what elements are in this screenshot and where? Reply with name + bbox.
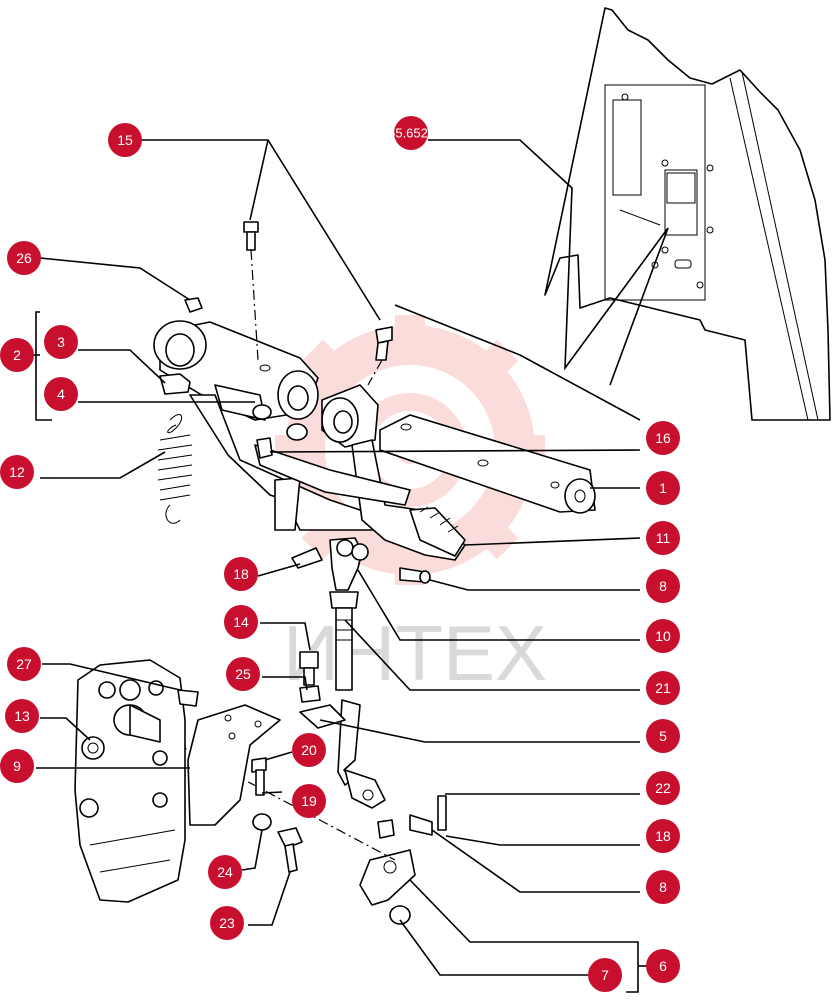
svg-text:8: 8 bbox=[659, 879, 667, 895]
svg-text:3: 3 bbox=[57, 334, 65, 350]
svg-text:13: 13 bbox=[14, 708, 30, 724]
svg-text:9: 9 bbox=[13, 758, 21, 774]
callout-8-bottom: 8 bbox=[646, 870, 680, 904]
callout-12: 12 bbox=[0, 455, 34, 489]
callout-5: 5 bbox=[646, 719, 680, 753]
callout-15: 15 bbox=[108, 123, 142, 157]
callout-27: 27 bbox=[7, 647, 41, 681]
svg-text:12: 12 bbox=[9, 464, 25, 480]
valve-body bbox=[74, 659, 303, 903]
svg-text:18: 18 bbox=[655, 828, 671, 844]
svg-text:24: 24 bbox=[217, 864, 233, 880]
reference-label-55652: 55.652 bbox=[388, 116, 428, 150]
svg-text:18: 18 bbox=[233, 566, 249, 582]
svg-text:20: 20 bbox=[301, 742, 317, 758]
mounting-panel bbox=[544, 7, 831, 421]
callout-11: 11 bbox=[646, 521, 680, 555]
svg-text:21: 21 bbox=[655, 680, 671, 696]
callout-3: 3 bbox=[44, 325, 78, 359]
svg-text:7: 7 bbox=[601, 967, 609, 983]
callout-18-bottom: 18 bbox=[646, 819, 680, 853]
svg-text:2: 2 bbox=[13, 347, 21, 363]
leader-lines bbox=[24, 139, 669, 993]
callout-25: 25 bbox=[226, 657, 260, 691]
svg-text:16: 16 bbox=[655, 430, 671, 446]
svg-text:4: 4 bbox=[57, 386, 65, 402]
svg-text:1: 1 bbox=[659, 480, 667, 496]
svg-text:5: 5 bbox=[659, 728, 667, 744]
callout-19: 19 bbox=[292, 784, 326, 818]
svg-text:25: 25 bbox=[235, 666, 251, 682]
pedal-assembly bbox=[153, 221, 596, 561]
svg-text:8: 8 bbox=[659, 578, 667, 594]
callout-1: 1 bbox=[646, 471, 680, 505]
callout-4: 4 bbox=[44, 377, 78, 411]
svg-text:27: 27 bbox=[16, 656, 32, 672]
callout-22: 22 bbox=[646, 771, 680, 805]
callout-8-top: 8 bbox=[646, 569, 680, 603]
callout-6: 6 bbox=[646, 949, 680, 983]
callout-9: 9 bbox=[0, 749, 34, 783]
callout-2: 2 bbox=[0, 338, 34, 372]
svg-text:19: 19 bbox=[301, 793, 317, 809]
callout-24: 24 bbox=[208, 855, 242, 889]
callout-14: 14 bbox=[224, 605, 258, 639]
svg-text:22: 22 bbox=[655, 780, 671, 796]
callout-23: 23 bbox=[210, 906, 244, 940]
svg-text:15: 15 bbox=[117, 132, 133, 148]
callout-13: 13 bbox=[5, 699, 39, 733]
svg-text:14: 14 bbox=[233, 614, 249, 630]
callout-21: 21 bbox=[646, 671, 680, 705]
callout-26: 26 bbox=[7, 241, 41, 275]
reference-text: 55.652 bbox=[388, 126, 428, 141]
callout-16: 16 bbox=[646, 421, 680, 455]
watermark-text: ИНТЕХ bbox=[283, 609, 547, 697]
svg-text:6: 6 bbox=[659, 958, 667, 974]
svg-text:26: 26 bbox=[16, 250, 32, 266]
svg-text:11: 11 bbox=[656, 530, 671, 546]
callout-7: 7 bbox=[588, 958, 622, 992]
callout-10: 10 bbox=[646, 619, 680, 653]
callout-20: 20 bbox=[292, 733, 326, 767]
callout-18-top: 18 bbox=[224, 557, 258, 591]
svg-text:23: 23 bbox=[219, 915, 235, 931]
svg-text:10: 10 bbox=[655, 628, 671, 644]
